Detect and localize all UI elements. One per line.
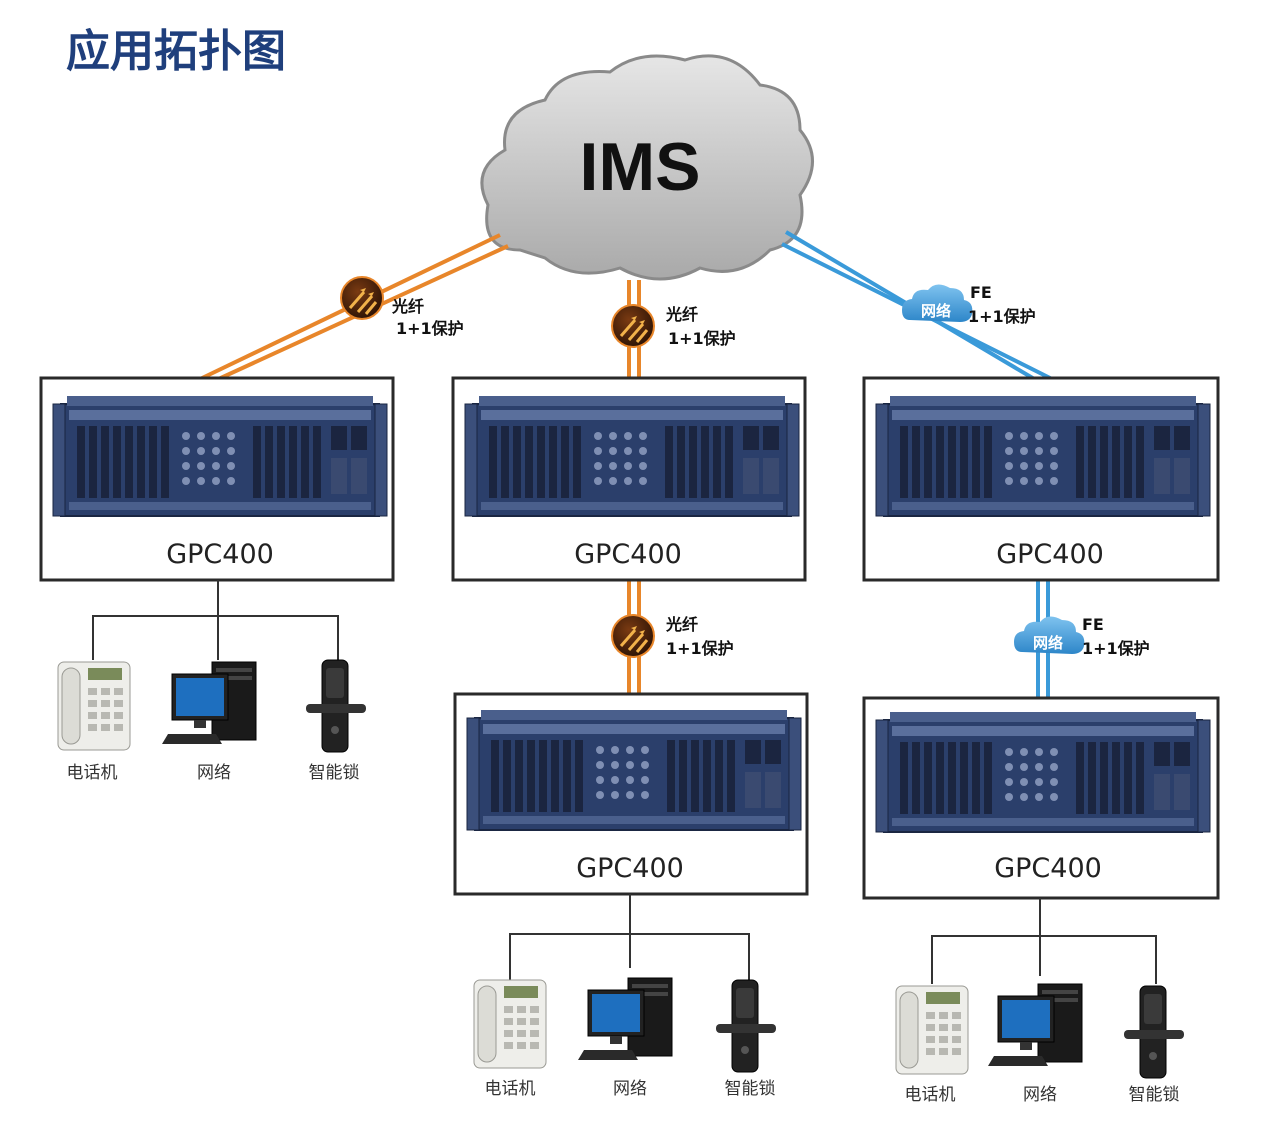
device-label: GPC400	[996, 539, 1104, 570]
telephone-icon	[895, 985, 969, 1075]
smart-lock-icon	[715, 979, 777, 1073]
terminal-group-center: 电话机 网络 智能锁	[473, 977, 777, 1099]
diagram-title: 应用拓扑图	[66, 26, 286, 77]
computer-icon	[577, 977, 673, 1061]
device-center-bottom: GPC400	[453, 692, 809, 896]
computer-icon	[987, 983, 1083, 1067]
fiber-link-label-1: 光纤	[665, 615, 698, 634]
lock-label: 智能锁	[725, 1079, 776, 1099]
device-right-top: GPC400	[862, 376, 1220, 582]
fe-link-label-2: 1+1保护	[968, 307, 1036, 326]
telephone-icon	[473, 979, 547, 1069]
fiber-arrows-icon	[610, 303, 656, 349]
fe-link-label-2: 1+1保护	[1082, 639, 1150, 658]
ims-label: IMS	[580, 129, 701, 205]
device-label: GPC400	[574, 539, 682, 570]
network-badge-label: 网络	[921, 302, 951, 320]
device-right-bottom: GPC400	[862, 696, 1220, 900]
terminal-connectors	[92, 580, 1157, 984]
fiber-link-left: 光纤 1+1保护	[197, 233, 509, 384]
fiber-link-center: 光纤 1+1保护	[610, 280, 736, 380]
ims-cloud: IMS	[480, 54, 814, 281]
fe-link-right-lower: 网络 FE 1+1保护	[1014, 580, 1150, 698]
device-label: GPC400	[994, 853, 1102, 884]
terminal-group-left: 电话机 网络 智能锁	[57, 659, 367, 783]
device-left: GPC400	[39, 376, 395, 582]
phone-label: 电话机	[67, 763, 118, 783]
computer-label: 网络	[1023, 1085, 1057, 1105]
computer-label: 网络	[613, 1079, 647, 1099]
fiber-link-label-2: 1+1保护	[396, 319, 464, 338]
fiber-link-label-2: 1+1保护	[668, 329, 736, 348]
fiber-link-label-2: 1+1保护	[666, 639, 734, 658]
smart-lock-icon	[1123, 985, 1185, 1079]
device-center-top: GPC400	[451, 376, 807, 582]
network-badge-label: 网络	[1033, 634, 1063, 652]
device-label: GPC400	[166, 539, 274, 570]
device-label: GPC400	[576, 853, 684, 884]
fiber-link-label-1: 光纤	[665, 305, 698, 324]
terminal-group-right: 电话机 网络 智能锁	[895, 983, 1185, 1105]
computer-icon	[161, 661, 257, 745]
fiber-arrows-icon	[610, 613, 656, 659]
phone-label: 电话机	[905, 1085, 956, 1105]
fiber-link-center-lower: 光纤 1+1保护	[610, 580, 734, 694]
lock-label: 智能锁	[1129, 1085, 1180, 1105]
fe-link-label-1: FE	[970, 283, 992, 302]
fiber-arrows-icon	[339, 275, 385, 321]
lock-label: 智能锁	[309, 763, 360, 783]
fiber-link-label-1: 光纤	[391, 297, 424, 316]
smart-lock-icon	[305, 659, 367, 753]
computer-label: 网络	[197, 763, 231, 783]
telephone-icon	[57, 661, 131, 751]
fe-link-right: 网络 FE 1+1保护	[781, 230, 1055, 382]
fe-link-label-1: FE	[1082, 615, 1104, 634]
phone-label: 电话机	[485, 1079, 536, 1099]
